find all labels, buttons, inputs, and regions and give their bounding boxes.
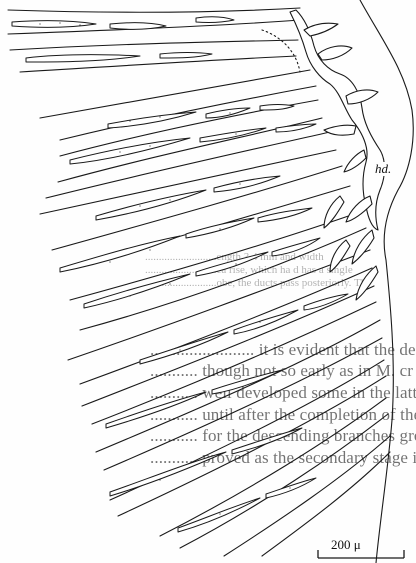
hd-label: hd. (374, 162, 392, 176)
radiating-line (40, 70, 310, 118)
radiating-line (224, 436, 390, 556)
duct-cell (266, 478, 316, 498)
duct-cell (70, 138, 190, 164)
branching-duct (318, 46, 352, 60)
duct-cell (200, 128, 266, 142)
duct-cell (110, 452, 226, 496)
duct-cell (96, 190, 206, 220)
duct-cell (214, 176, 280, 192)
duct-cell (212, 370, 282, 394)
radiating-line (10, 40, 298, 50)
branching-duct (324, 196, 344, 228)
duct-cell (258, 208, 312, 222)
duct-cell (140, 332, 228, 364)
branching-duct (344, 150, 366, 172)
radiating-line (80, 228, 366, 330)
branching-duct (356, 266, 378, 300)
duct-cell (260, 105, 294, 111)
branching-duct (304, 23, 338, 36)
scale-bar-label: 200 μ (330, 538, 362, 552)
duct-cell (106, 392, 206, 428)
branching-duct (330, 240, 350, 272)
duct-cell (276, 124, 316, 132)
branching-duct (352, 230, 374, 264)
duct-cell (84, 274, 190, 308)
radiating-line (92, 302, 376, 424)
duct-cell (160, 53, 212, 59)
duct-cell (232, 428, 302, 454)
duct-cell (60, 236, 180, 272)
radiating-line (262, 452, 390, 556)
duct-cell (108, 112, 196, 128)
duct-cell (26, 55, 140, 62)
radiating-line (8, 8, 300, 12)
duct-cell (12, 21, 96, 28)
duct-cell (186, 218, 254, 238)
duct-cell (196, 17, 234, 23)
duct-cell (206, 108, 250, 118)
radiating-line (52, 166, 342, 250)
duct-cell (272, 238, 320, 256)
dotted-arc (262, 30, 300, 72)
radiating-line (46, 132, 330, 198)
branching-duct (324, 125, 356, 135)
